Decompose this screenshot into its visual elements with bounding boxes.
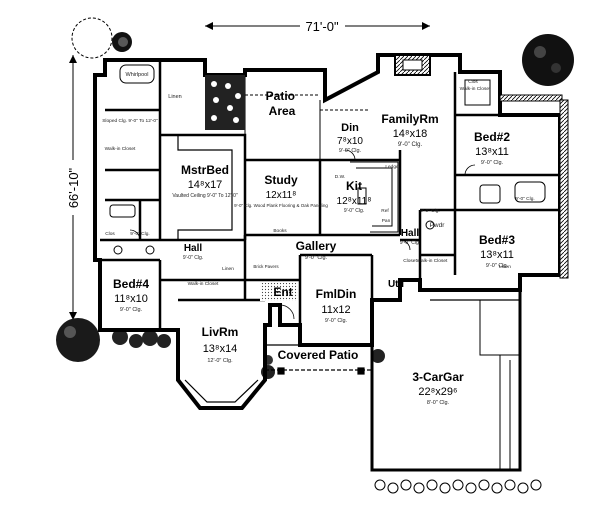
room-kit-name: Kit <box>346 179 362 193</box>
planters <box>205 75 245 130</box>
room-livrm-note: 12'-0" Clg. <box>207 358 233 364</box>
room-bed2-note: 9'-0" Clg. <box>481 160 504 166</box>
room-hall2-note: 9'-0" Clg. <box>400 240 420 246</box>
linen-label-3: Linen <box>499 264 511 270</box>
room-covpatio-name: Covered Patio <box>278 348 359 362</box>
room-hall1-name: Hall <box>184 243 203 254</box>
walkin-closet-label-3: Walk-in Closet <box>460 86 491 92</box>
room-garage-name: 3-CarGar <box>412 370 464 384</box>
room-bed4-note: 9'-0" Clg. <box>120 307 143 313</box>
room-livrm-name: LivRm <box>202 325 239 339</box>
door-swings <box>129 149 476 320</box>
room-bed3-note: 9'-0" Clg. <box>486 263 509 269</box>
exterior-walls <box>93 53 562 410</box>
ledge-label: Ledge <box>385 164 399 170</box>
room-bed4-name: Bed#4 <box>113 277 149 291</box>
room-garage-note: 8'-0" Clg. <box>427 400 450 406</box>
kitchen-counters <box>350 161 399 233</box>
ref-label: Ref <box>381 208 389 214</box>
room-mstrbed-size: 14⁸x17 <box>188 179 223 191</box>
bath-fixtures <box>109 64 546 255</box>
walkin-closet-label-4: Walk-in Closet <box>417 258 448 264</box>
room-fmldin-note: 9'-0" Clg. <box>325 318 348 324</box>
room-kit-note: 9'-0" Clg. <box>344 208 364 214</box>
room-garage-size: 22⁸x29⁶ <box>418 386 457 398</box>
room-din-size: 7⁸x10 <box>337 136 363 147</box>
dimension-width: 71'-0" <box>205 19 430 34</box>
room-din-name: Din <box>341 122 359 134</box>
room-bed4-size: 11⁸x10 <box>114 293 148 305</box>
pwdr-label: Pwdr <box>430 222 446 229</box>
books-label: Books <box>273 228 287 234</box>
room-mstrbed-name: MstrBed <box>181 163 229 177</box>
sloped-clg-label: Sloped Clg. 9'-0" To 12'-0" <box>102 118 158 124</box>
room-patio-name: Patio Area <box>266 89 299 118</box>
bath-clg-label-1: 9'-0" Clg. <box>130 231 149 237</box>
dimension-depth: 66'-10" <box>66 55 81 320</box>
linen-label-2: Linen <box>222 266 234 272</box>
room-familyrm-note: 9'-0" Clg. <box>398 142 423 148</box>
room-hall2-name: Hall <box>401 228 420 239</box>
brick-pavers-label: Brick Pavers <box>253 264 279 269</box>
width-dimension-label: 71'-0" <box>305 19 339 34</box>
room-kit-size: 12⁸x11⁸ <box>337 196 372 207</box>
brick-pavers-floor <box>260 283 298 301</box>
dw-label: D.W. <box>335 174 345 180</box>
room-gallery-name: Gallery <box>296 239 337 253</box>
walkin-closet-label-2: Walk-in Closet <box>188 281 219 287</box>
small-annotations: Whirlpool Linen Sloped Clg. 9'-0" To 12'… <box>102 72 534 287</box>
garage-structure <box>370 290 522 472</box>
linen-label-1: Linen <box>168 94 181 100</box>
room-study-name: Study <box>264 173 298 187</box>
depth-dimension-label: 66'-10" <box>66 167 81 208</box>
room-fmldin-size: 11x12 <box>321 304 350 316</box>
room-livrm-size: 13⁸x14 <box>203 343 238 355</box>
walkin-closet-label-1: Walk-in Closet <box>105 146 136 152</box>
room-study-size: 12x11⁸ <box>266 190 297 201</box>
room-din-note: 9'-0" Clg. <box>339 148 362 154</box>
room-ent-name: Ent <box>273 285 292 299</box>
room-familyrm-name: FamilyRm <box>381 112 438 126</box>
room-hall1-note: 9'-0" Clg. <box>183 255 203 261</box>
closet-label: Closet <box>403 258 417 264</box>
clos-label-1: Clos <box>105 231 115 237</box>
livrm-bay <box>184 344 372 403</box>
bath-clg-label-2: 9'-0" Clg. <box>515 196 534 202</box>
whirlpool-label: Whirlpool <box>126 72 149 78</box>
room-fmldin-name: FmlDin <box>316 287 357 301</box>
room-patio-line1: Patio <box>266 89 295 103</box>
room-labels: FamilyRm 14⁸x18 9'-0" Clg. Din 7⁸x10 9'-… <box>113 89 515 406</box>
room-familyrm-size: 14⁸x18 <box>393 128 428 140</box>
room-util-name: Util <box>388 279 404 290</box>
pantry-label: Pan <box>382 218 391 224</box>
fireplace <box>394 54 431 76</box>
stone-border-right <box>559 99 569 279</box>
clos-label-2: Clos <box>468 79 478 85</box>
room-bed2-name: Bed#2 <box>474 130 510 144</box>
room-bed3-size: 13⁸x11 <box>480 249 514 261</box>
room-bed3-name: Bed#3 <box>479 233 515 247</box>
bath-clg-label-3: 9'-0" Clg. <box>420 208 439 214</box>
interior-walls <box>100 60 560 330</box>
room-gallery-note: 9'-0" Clg. <box>305 255 328 261</box>
stone-border-top <box>499 94 563 102</box>
room-mstrbed-note: Vaulted Ceiling 9'-0" To 12'-0" <box>172 193 238 199</box>
room-study-note: 9'-0" Clg. Wood Plank Flooring & Oak Pan… <box>234 203 328 208</box>
room-bed2-size: 13⁸x11 <box>475 146 509 158</box>
room-patio-line2: Area <box>269 104 296 118</box>
